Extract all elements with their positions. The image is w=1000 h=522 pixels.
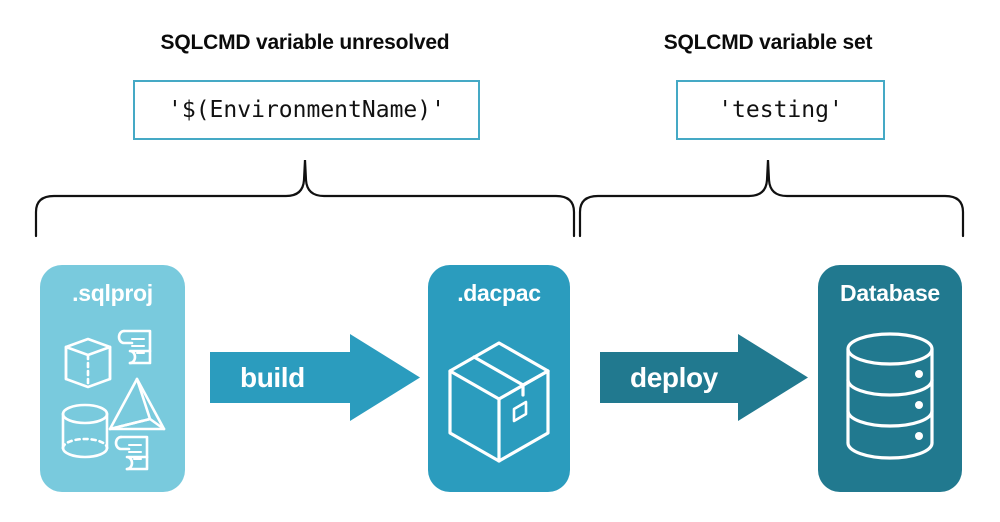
- stage-box-database[interactable]: Database: [818, 265, 962, 492]
- sql-project-objects-icon: [61, 329, 166, 471]
- arrow-deploy: deploy: [598, 330, 810, 425]
- stage-label-dacpac: .dacpac: [457, 280, 541, 306]
- stage-label-sqlproj: .sqlproj: [72, 280, 153, 306]
- script-scroll-icon-top: [117, 329, 152, 365]
- brace-left-icon: [34, 159, 576, 238]
- arrow-label-build: build: [240, 361, 305, 393]
- database-cylinder-icon: [846, 332, 934, 460]
- cylinder-icon: [61, 403, 109, 459]
- package-box-icon: [448, 341, 550, 463]
- section-title-unresolved: SQLCMD variable unresolved: [160, 31, 450, 54]
- arrow-label-deploy: deploy: [630, 361, 718, 393]
- sqlcmd-value-unresolved: '$(EnvironmentName)': [168, 97, 445, 123]
- cube-icon: [64, 337, 112, 389]
- stage-label-database: Database: [840, 280, 940, 306]
- arrow-build: build: [208, 330, 422, 425]
- section-title-set: SQLCMD variable set: [663, 31, 873, 54]
- stage-box-dacpac[interactable]: .dacpac: [428, 265, 570, 492]
- stage-box-sqlproj[interactable]: .sqlproj: [40, 265, 185, 492]
- arrow-right-deploy-icon: [600, 334, 808, 421]
- sqlcmd-value-set: 'testing': [718, 97, 843, 123]
- arrow-right-build-icon: [210, 334, 420, 421]
- database-status-dots: [915, 370, 923, 440]
- brace-right-icon: [578, 159, 965, 238]
- sqlcmd-value-box-set: 'testing': [676, 80, 885, 140]
- pyramid-icon: [108, 377, 166, 431]
- sqlcmd-value-box-unresolved: '$(EnvironmentName)': [133, 80, 480, 140]
- script-scroll-icon-bottom: [114, 435, 149, 471]
